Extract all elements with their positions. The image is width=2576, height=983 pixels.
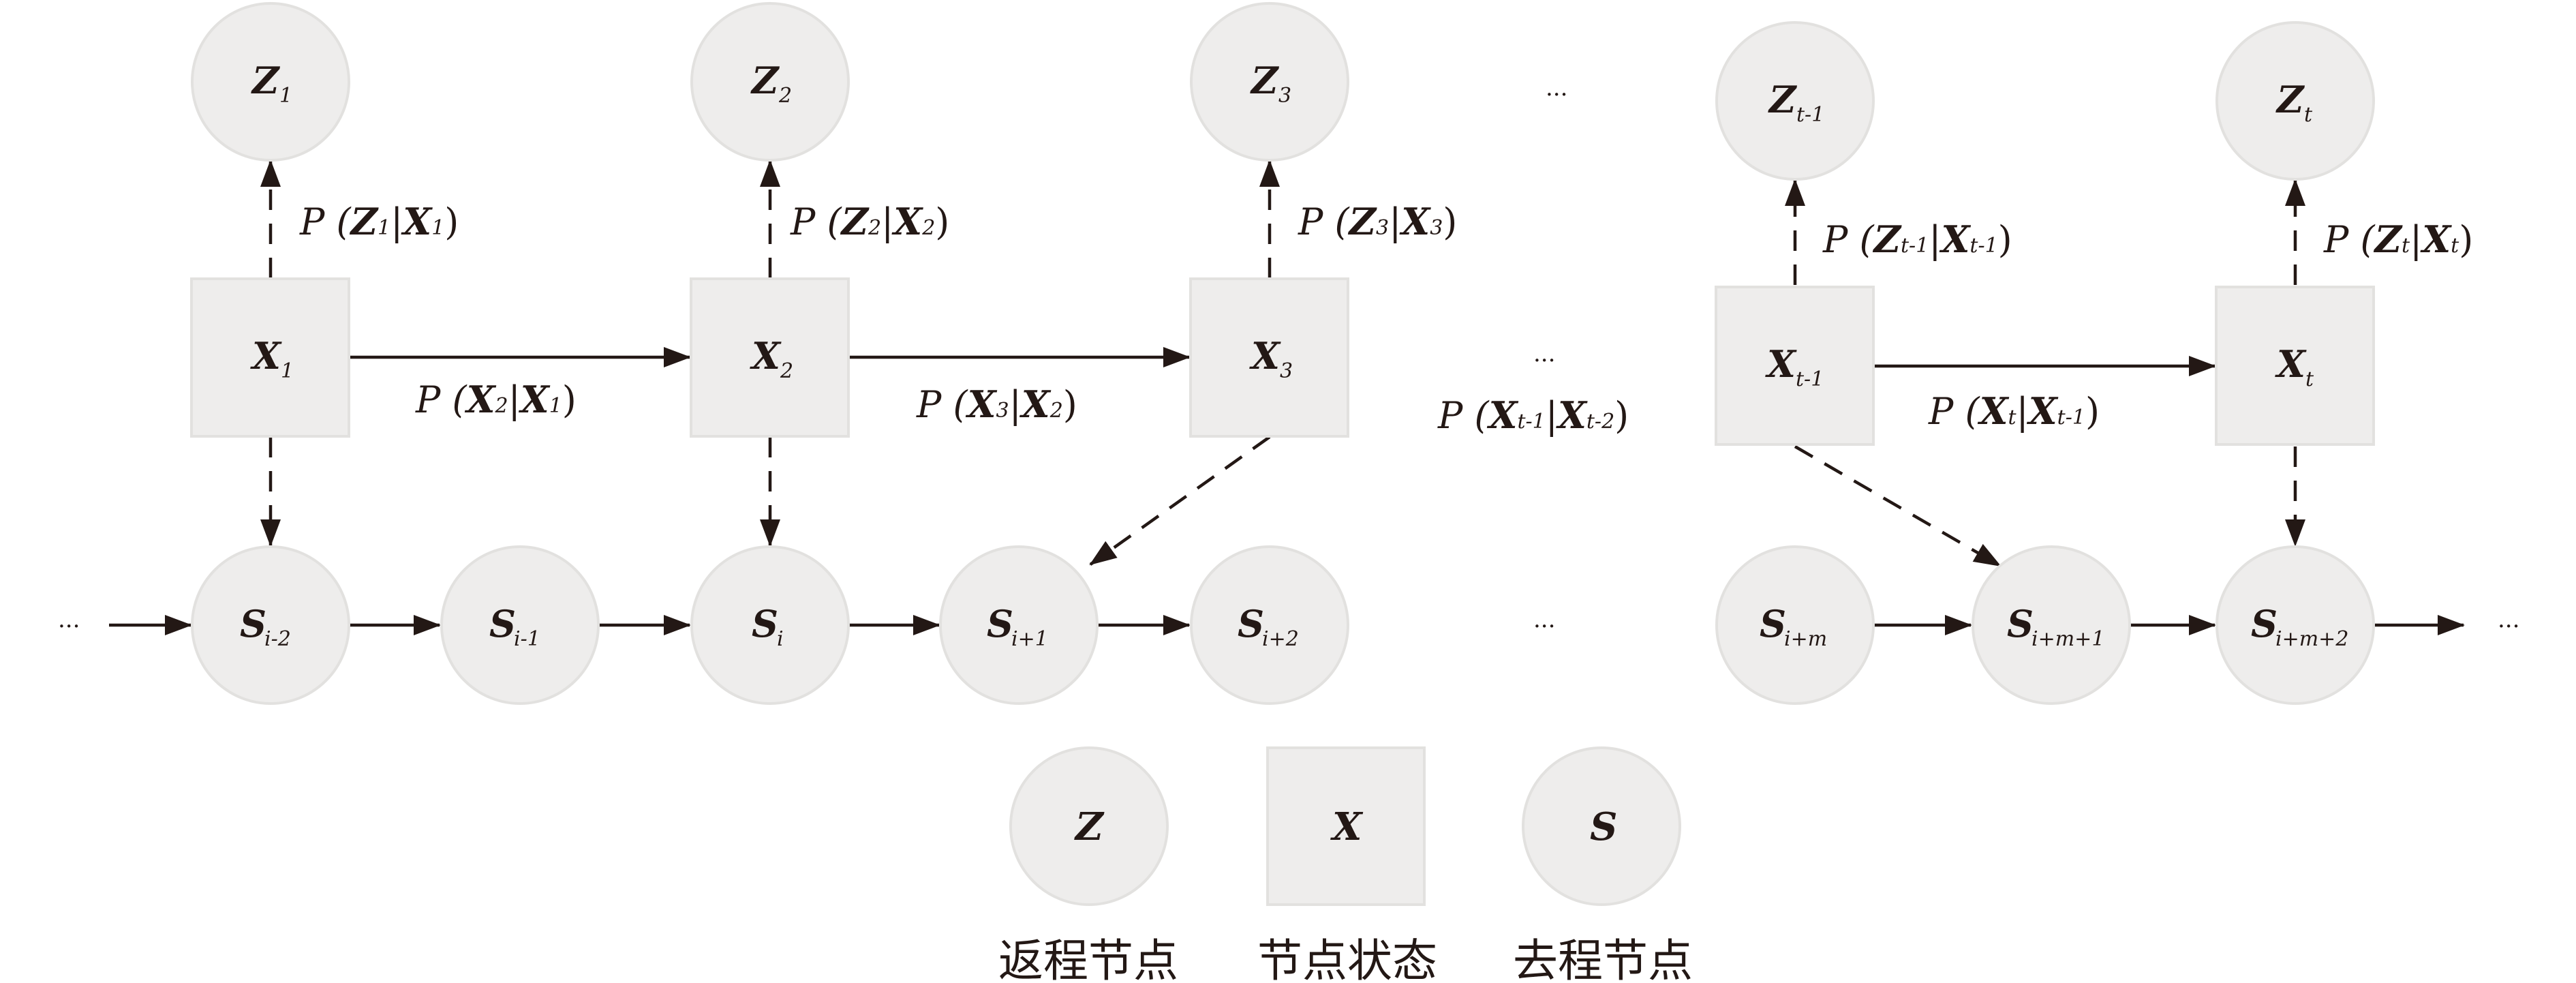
- svg-text:X: X: [1765, 342, 1797, 386]
- svg-text:t-1: t-1: [1796, 103, 1824, 127]
- label-p-xt-xt1: P (Xt|Xt-1): [1928, 389, 2100, 433]
- node-s-im2: S i-2: [191, 545, 350, 705]
- legend-node-state: X 节点状态: [1257, 746, 1437, 983]
- svg-text:S: S: [2251, 602, 2278, 646]
- node-s-i: S i: [690, 545, 850, 705]
- ellipsis-s-end: ...: [2498, 606, 2519, 633]
- ellipsis-x-row: ...: [1533, 340, 1555, 367]
- node-x2: X 2: [690, 277, 850, 438]
- label-p-z3-x3: P (Z3|X3): [1298, 200, 1457, 243]
- legend-return-node-symbol: Z: [1074, 804, 1105, 849]
- label-p-z1-x1: P (Z1|X1): [299, 200, 459, 243]
- svg-text:S: S: [240, 602, 266, 646]
- label-p-zt1-xt1: P (Zt-1|Xt-1): [1822, 217, 2012, 261]
- svg-text:P (Xt-1|Xt-2): P (Xt-1|Xt-2): [1437, 393, 1629, 437]
- label-p-zt-xt: P (Zt|Xt): [2323, 217, 2473, 261]
- node-s-im1: S i-1: [440, 545, 600, 705]
- node-x3: X 3: [1189, 277, 1349, 438]
- svg-text:i: i: [777, 627, 784, 651]
- svg-text:X: X: [2275, 342, 2307, 386]
- node-zt1: Z t-1: [1715, 21, 1875, 181]
- svg-text:Z: Z: [251, 59, 281, 102]
- label-p-xt1-xt2: P (Xt-1|Xt-2): [1437, 393, 1629, 437]
- legend-outbound-node-label: 去程节点: [1513, 935, 1693, 983]
- node-xt1: X t-1: [1715, 286, 1875, 446]
- svg-text:i+m+2: i+m+2: [2275, 627, 2348, 651]
- ellipsis-z-row: ...: [1546, 74, 1567, 102]
- svg-text:i+1: i+1: [1011, 627, 1048, 651]
- svg-text:P (Zt-1|Xt-1): P (Zt-1|Xt-1): [1822, 217, 2012, 261]
- svg-text:i+m+1: i+m+1: [2031, 627, 2104, 651]
- svg-text:P (Xt|Xt-1): P (Xt|Xt-1): [1928, 389, 2100, 433]
- svg-text:Z: Z: [1768, 78, 1798, 121]
- node-s-ipm2: S i+m+2: [2215, 545, 2375, 705]
- svg-text:P (X2|X1): P (X2|X1): [415, 378, 577, 421]
- svg-text:i+m: i+m: [1784, 627, 1827, 651]
- svg-text:i-1: i-1: [514, 627, 540, 651]
- edge-xt1-sipm1: [1794, 445, 2002, 567]
- svg-text:t: t: [2304, 103, 2313, 127]
- svg-text:Z: Z: [750, 59, 780, 102]
- svg-text:i+2: i+2: [1262, 627, 1299, 651]
- node-s-ip2: S i+2: [1190, 545, 1349, 705]
- legend-outbound-node-symbol: S: [1590, 804, 1617, 849]
- svg-text:2: 2: [780, 359, 793, 383]
- node-s-ip1: S i+1: [939, 545, 1099, 705]
- svg-text:X: X: [750, 334, 782, 378]
- svg-text:1: 1: [281, 359, 294, 383]
- node-s-ipm1: S i+m+1: [1972, 545, 2131, 705]
- ellipsis-s-row: ...: [1533, 606, 1555, 633]
- svg-text:2: 2: [778, 84, 792, 108]
- label-p-x2-x1: P (X2|X1): [415, 378, 577, 421]
- node-z2: Z 2: [690, 2, 850, 162]
- svg-text:P (Z3|X3): P (Z3|X3): [1298, 200, 1457, 243]
- svg-text:S: S: [752, 602, 778, 646]
- ellipsis-s-start: ...: [58, 606, 80, 633]
- svg-text:Z: Z: [1250, 59, 1280, 102]
- legend-return-node-label: 返程节点: [998, 935, 1178, 983]
- svg-text:t: t: [2305, 367, 2314, 391]
- node-z3: Z 3: [1190, 2, 1349, 162]
- svg-text:P (Z1|X1): P (Z1|X1): [299, 200, 459, 243]
- svg-text:S: S: [489, 602, 516, 646]
- svg-text:X: X: [250, 334, 282, 378]
- label-p-z2-x2: P (Z2|X2): [790, 200, 949, 243]
- node-z1: Z 1: [191, 2, 350, 162]
- svg-text:P (Z2|X2): P (Z2|X2): [790, 200, 949, 243]
- legend-node-state-label: 节点状态: [1257, 935, 1437, 983]
- legend-return-node: Z 返程节点: [998, 746, 1178, 983]
- node-zt: Z t: [2215, 21, 2375, 181]
- svg-text:i-2: i-2: [264, 627, 291, 651]
- svg-text:S: S: [1760, 602, 1786, 646]
- label-p-x3-x2: P (X3|X2): [916, 382, 1077, 426]
- svg-text:1: 1: [279, 84, 292, 108]
- node-xt: X t: [2215, 286, 2375, 446]
- legend-outbound-node: S 去程节点: [1513, 746, 1693, 983]
- svg-text:3: 3: [1278, 84, 1291, 108]
- svg-text:X: X: [1249, 334, 1281, 378]
- svg-text:t-1: t-1: [1796, 367, 1824, 391]
- node-s-ipm: S i+m: [1715, 545, 1875, 705]
- svg-text:S: S: [2007, 602, 2034, 646]
- svg-text:S: S: [987, 602, 1013, 646]
- svg-text:Z: Z: [2275, 78, 2305, 121]
- svg-text:3: 3: [1280, 359, 1293, 383]
- legend-node-state-symbol: X: [1330, 804, 1364, 849]
- svg-text:P (X3|X2): P (X3|X2): [916, 382, 1077, 426]
- svg-text:P (Zt|Xt): P (Zt|Xt): [2323, 217, 2473, 261]
- edge-x3-sip1: [1089, 436, 1271, 566]
- node-x1: X 1: [190, 277, 350, 438]
- svg-text:S: S: [1238, 602, 1264, 646]
